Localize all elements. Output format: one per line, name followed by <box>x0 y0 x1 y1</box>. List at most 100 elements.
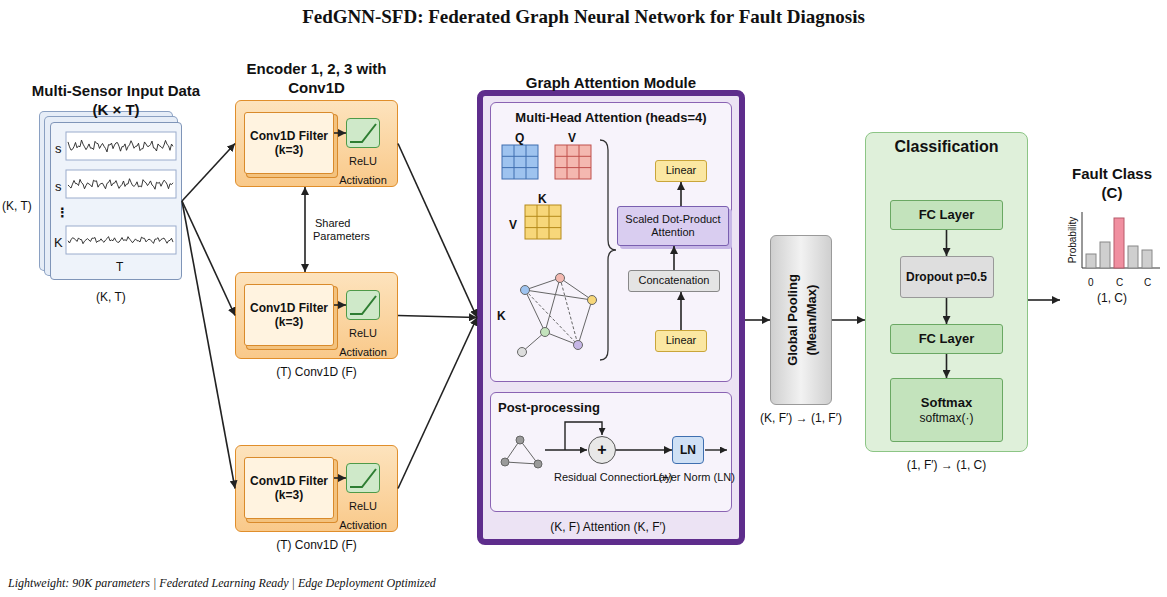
node-caption: Global Pooling (Mean/Max) <box>785 274 819 366</box>
signal-trace <box>68 237 173 244</box>
key-matrix <box>525 205 561 239</box>
plain-label: C <box>1144 277 1151 288</box>
node-heading: Multi-Head Attention (heads=4) <box>515 110 706 125</box>
label-wrap: K <box>497 305 506 324</box>
node-caption: (T) Conv1D (F) <box>276 538 357 552</box>
node-caption: (1, C) <box>1097 291 1127 305</box>
connector-arrow <box>616 449 672 451</box>
node-body: Linear <box>656 331 706 351</box>
connector-arrow <box>745 319 770 321</box>
node-caption: ReLU Activation <box>339 500 387 531</box>
text-wrap: (T) Conv1D (F) <box>237 361 397 380</box>
encoder-box: Conv1D Filter (k=3)ReLU ActivationEncode… <box>235 100 398 187</box>
encoder-box: Conv1D Filter (k=3)ReLU Activation(T) Co… <box>235 272 398 359</box>
node-body: Scaled Dot-Product Attention <box>618 207 728 245</box>
query-matrix <box>502 145 538 179</box>
node-caption: (1, F′) → (1, C) <box>907 458 987 472</box>
label-wrap: K <box>54 232 63 251</box>
text-wrap: Global Pooling (Mean/Max) <box>782 255 820 385</box>
node-text: FC Layer <box>919 207 975 223</box>
linear-box: Linear <box>655 330 707 352</box>
fc-box: FC Layer <box>890 324 1003 354</box>
fc-box: FC Layer <box>890 200 1003 230</box>
node-body: FC Layer <box>891 201 1002 229</box>
node-body: FC Layer <box>891 325 1002 353</box>
label-wrap: C <box>1116 271 1123 290</box>
node-heading: Multi-Sensor Input Data (K × T) <box>32 82 200 118</box>
plain-label: s <box>55 179 62 194</box>
brace <box>600 140 616 360</box>
connector-arrow <box>398 316 477 318</box>
node-caption: (T) Conv1D (F) <box>276 365 357 379</box>
node-text: Conv1D Filter (k=3) <box>249 301 329 330</box>
text-wrap: (1, F′) → (1, C) <box>877 454 1017 473</box>
signal-trace <box>68 140 173 152</box>
node-heading: Post-processing <box>498 400 600 415</box>
text-wrap: ReLU Activation <box>331 495 395 533</box>
linear-box: Linear <box>655 160 707 182</box>
node-heading: Classification <box>894 138 998 155</box>
edge-label: Shared Parameters <box>313 216 372 241</box>
diagram-title: FedGNN-SFD: Federated Graph Neural Netwo… <box>302 6 865 27</box>
residual-circle: +Residual Connection (+) <box>588 436 616 464</box>
connector-arrow <box>398 144 477 318</box>
caption-wrap: Lightweight: 90K parameters | Federated … <box>8 576 436 591</box>
label-wrap: K <box>538 188 547 207</box>
plain-label: K <box>497 309 506 323</box>
node-body: Conv1D Filter (k=3) <box>245 113 333 173</box>
label-wrap: C <box>1144 271 1151 290</box>
node-body: Concatenation <box>629 271 719 291</box>
relu-box: ReLU Activation <box>346 290 380 320</box>
connector-arrow <box>304 187 306 272</box>
connector-arrow <box>832 319 865 321</box>
text-wrap: (K, F′) → (1, F′) <box>745 407 857 426</box>
plain-label: Probability <box>1067 217 1078 264</box>
node-text: Scaled Dot-Product Attention <box>622 213 724 239</box>
plain-label: Q <box>515 131 524 145</box>
label-wrap: s <box>55 176 62 195</box>
relu-box: ReLU Activation <box>346 118 380 148</box>
plain-label: V <box>509 218 517 232</box>
classification-panel: FC LayerDropout p=0.5FC LayerSoftmaxsoft… <box>865 132 1028 452</box>
title-wrap: FedGNN-SFD: Federated Graph Neural Netwo… <box>0 6 1167 28</box>
label-wrap: Q <box>515 127 524 146</box>
label-wrap: V <box>568 127 576 146</box>
text-wrap: ReLU Activation <box>331 150 395 188</box>
node-text: Conv1D Filter (k=3) <box>249 474 329 503</box>
attention-module: LinearScaled Dot-Product AttentionConcat… <box>477 90 745 545</box>
node-heading: Fault Class (C) <box>1072 165 1152 201</box>
node-text: LN <box>680 443 696 457</box>
label-wrap: T <box>116 256 123 275</box>
plain-label: ⋮ <box>56 205 69 220</box>
plain-label: K <box>54 235 63 250</box>
label-wrap: s <box>55 138 62 157</box>
node-body: Conv1D Filter (k=3) <box>245 458 333 518</box>
connector-arrow <box>1028 299 1060 301</box>
plain-label: V <box>568 131 576 145</box>
node-heading: Graph Attention Module <box>526 74 696 91</box>
plain-label: (K, T) <box>2 199 32 213</box>
connector-arrow <box>182 201 235 316</box>
relu-box: ReLU Activation <box>346 463 380 493</box>
sensor-strips <box>66 132 176 254</box>
text-wrap: Post-processing <box>491 397 731 416</box>
encoder-box: Conv1D Filter (k=3)ReLU Activation(T) Co… <box>235 445 398 532</box>
softmax-box: Softmaxsoftmax(·) <box>890 378 1003 442</box>
node-body: Linear <box>656 161 706 181</box>
text-wrap: Residual Connection (+) <box>554 466 650 485</box>
connector-arrow <box>182 201 235 489</box>
post-panel: +Residual Connection (+)LNLayer Norm (LN… <box>490 392 732 512</box>
node-caption: (K, F′) → (1, F′) <box>760 411 842 425</box>
input-panel: Multi-Sensor Input Data (K × T) <box>50 122 182 280</box>
node-text: Softmax <box>921 395 972 411</box>
node-text: Concatenation <box>639 274 710 287</box>
plain-label: s <box>55 141 62 156</box>
residual-wires <box>545 422 727 450</box>
attention-panel: LinearScaled Dot-Product AttentionConcat… <box>490 102 732 382</box>
node-caption: ReLU Activation <box>339 327 387 358</box>
conv-box: Conv1D Filter (k=3) <box>244 284 334 346</box>
graph-symbol <box>518 274 597 357</box>
connector-arrow <box>398 318 477 489</box>
connector-arrow <box>946 230 948 256</box>
plain-label: T <box>116 260 123 274</box>
